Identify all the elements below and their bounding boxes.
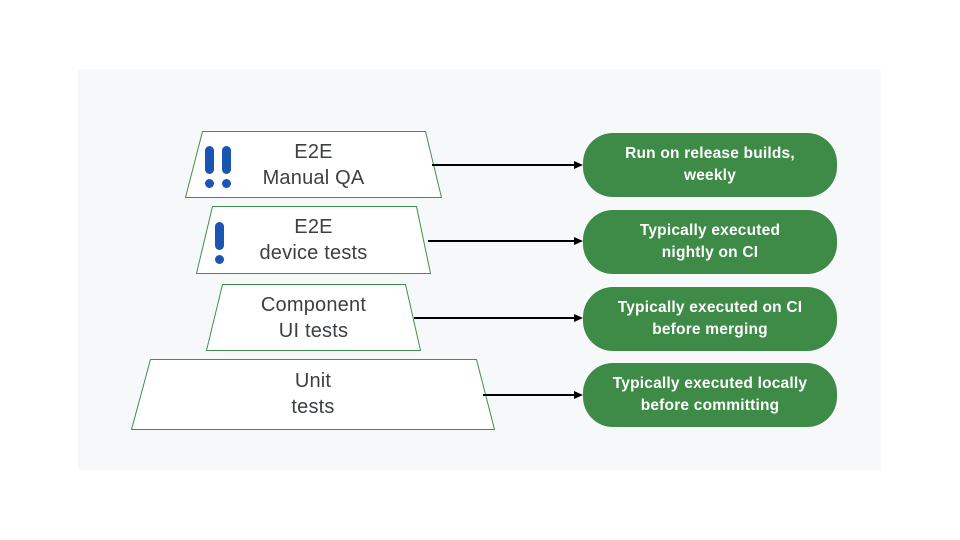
trapezoid-shape bbox=[131, 359, 495, 430]
pill-line1: Typically executed bbox=[639, 222, 781, 239]
layer-label: Component UI tests bbox=[206, 292, 421, 344]
exclamation-mark bbox=[222, 146, 231, 188]
exclamation-mark bbox=[215, 222, 224, 264]
pyramid-layer-component-ui-tests bbox=[206, 284, 421, 351]
layer-label-line2: device tests bbox=[259, 242, 368, 264]
layer-label-line1: Component bbox=[260, 294, 367, 316]
layer-label-line2: Manual QA bbox=[262, 167, 365, 189]
pill-line2: before merging bbox=[652, 321, 768, 338]
trapezoid-shape bbox=[196, 206, 431, 274]
arrow-right-icon bbox=[432, 164, 574, 166]
layer-label: Unit tests bbox=[131, 368, 495, 420]
arrow-right-icon bbox=[428, 240, 574, 242]
pill-line2: nightly on CI bbox=[661, 244, 759, 261]
arrow-right-icon bbox=[414, 317, 574, 319]
layer-label-line1: E2E bbox=[294, 141, 333, 163]
layer-label-line2: UI tests bbox=[278, 320, 349, 342]
trapezoid-shape bbox=[185, 131, 442, 198]
annotation-pill: Typically executed on CI before merging bbox=[583, 287, 837, 351]
pyramid-layer-e2e-manual-qa bbox=[185, 131, 442, 198]
annotation-pill: Typically executed locally before commit… bbox=[583, 363, 837, 427]
pill-line2: before committing bbox=[640, 397, 780, 414]
layer-label-line1: E2E bbox=[294, 216, 333, 238]
layer-label: E2E Manual QA bbox=[185, 139, 442, 191]
exclamation-mark bbox=[205, 146, 214, 188]
pyramid-layer-unit-tests bbox=[131, 359, 495, 430]
pyramid-layer-e2e-device-tests bbox=[196, 206, 431, 274]
pill-line1: Typically executed locally bbox=[612, 375, 808, 392]
double-exclamation-icon bbox=[205, 146, 231, 188]
pill-line2: weekly bbox=[683, 167, 737, 184]
annotation-pill: Run on release builds, weekly bbox=[583, 133, 837, 197]
annotation-pill: Typically executed nightly on CI bbox=[583, 210, 837, 274]
layer-label: E2E device tests bbox=[196, 214, 431, 266]
arrow-right-icon bbox=[483, 394, 574, 396]
layer-label-line1: Unit bbox=[294, 370, 332, 392]
layer-label-line2: tests bbox=[291, 396, 335, 418]
trapezoid-shape bbox=[206, 284, 421, 351]
pill-line1: Typically executed on CI bbox=[617, 299, 803, 316]
pill-line1: Run on release builds, bbox=[625, 145, 795, 162]
exclamation-icon bbox=[215, 222, 224, 264]
